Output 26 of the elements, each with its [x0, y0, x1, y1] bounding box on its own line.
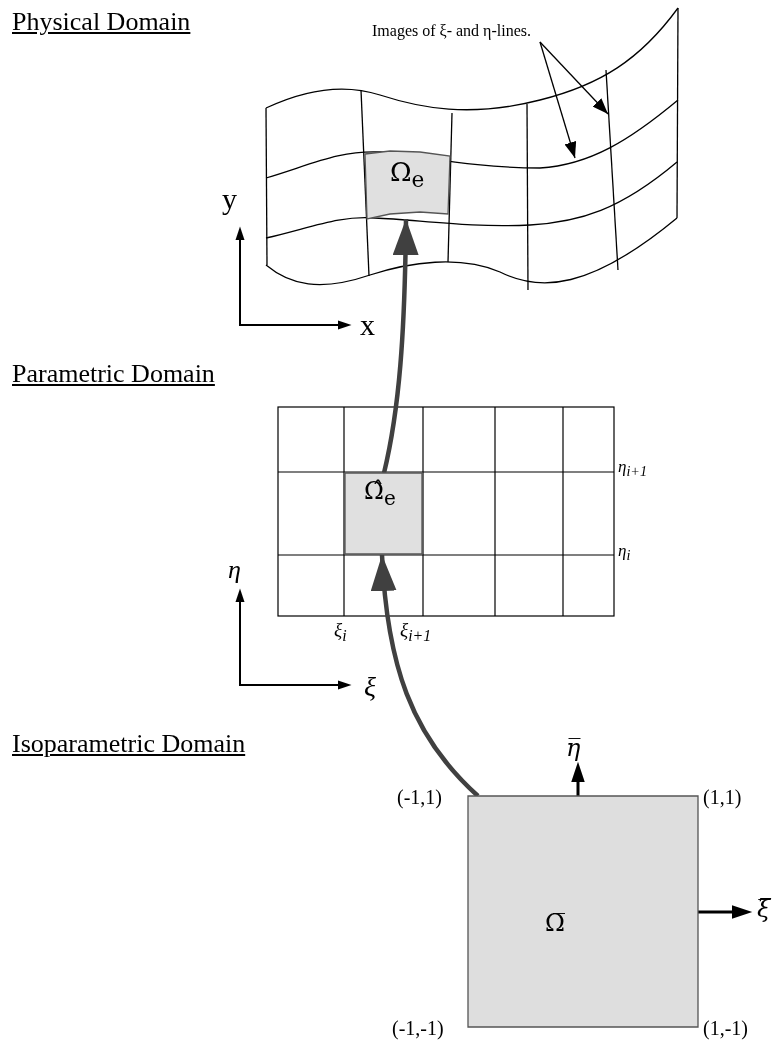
corner-coordinate: (1,1) [703, 786, 742, 808]
axis-label: η̅ [566, 735, 581, 762]
element-symbol: Ω̅ [545, 910, 565, 937]
axis-label: y [222, 182, 237, 215]
axis-label: x [360, 308, 375, 341]
grid-line-label: η$_{i}$ [618, 542, 631, 564]
section-heading: Parametric Domain [12, 360, 215, 389]
grid-line-label: ξ$_{i+1}$ [400, 620, 432, 645]
leader-arrow [539, 41, 577, 159]
axis-label: ξ [364, 672, 376, 703]
corner-coordinate: (-1,1) [397, 786, 442, 808]
mapping-arrow [371, 554, 480, 798]
leader-arrow [539, 41, 609, 115]
section-heading: Isoparametric Domain [12, 730, 246, 759]
axis-label: η [228, 556, 241, 585]
mesh-line [605, 69, 619, 271]
element-symbol: Ω$_{e}$ [390, 158, 425, 192]
corner-coordinate: (-1,-1) [392, 1017, 444, 1039]
element-symbol: Ω̂$_{e}$ [364, 478, 396, 509]
grid-line-label: ξ$_{i}$ [334, 620, 347, 645]
section-heading: Physical Domain [12, 8, 191, 37]
mapping-arrow [381, 218, 419, 474]
grid-line-label: η$_{i+1}$ [618, 458, 647, 480]
corner-coordinate: (1,-1) [703, 1017, 748, 1039]
axis-label: ξ̅ [757, 896, 771, 923]
annotation-text: Images of ξ- and η-lines. [372, 22, 531, 39]
